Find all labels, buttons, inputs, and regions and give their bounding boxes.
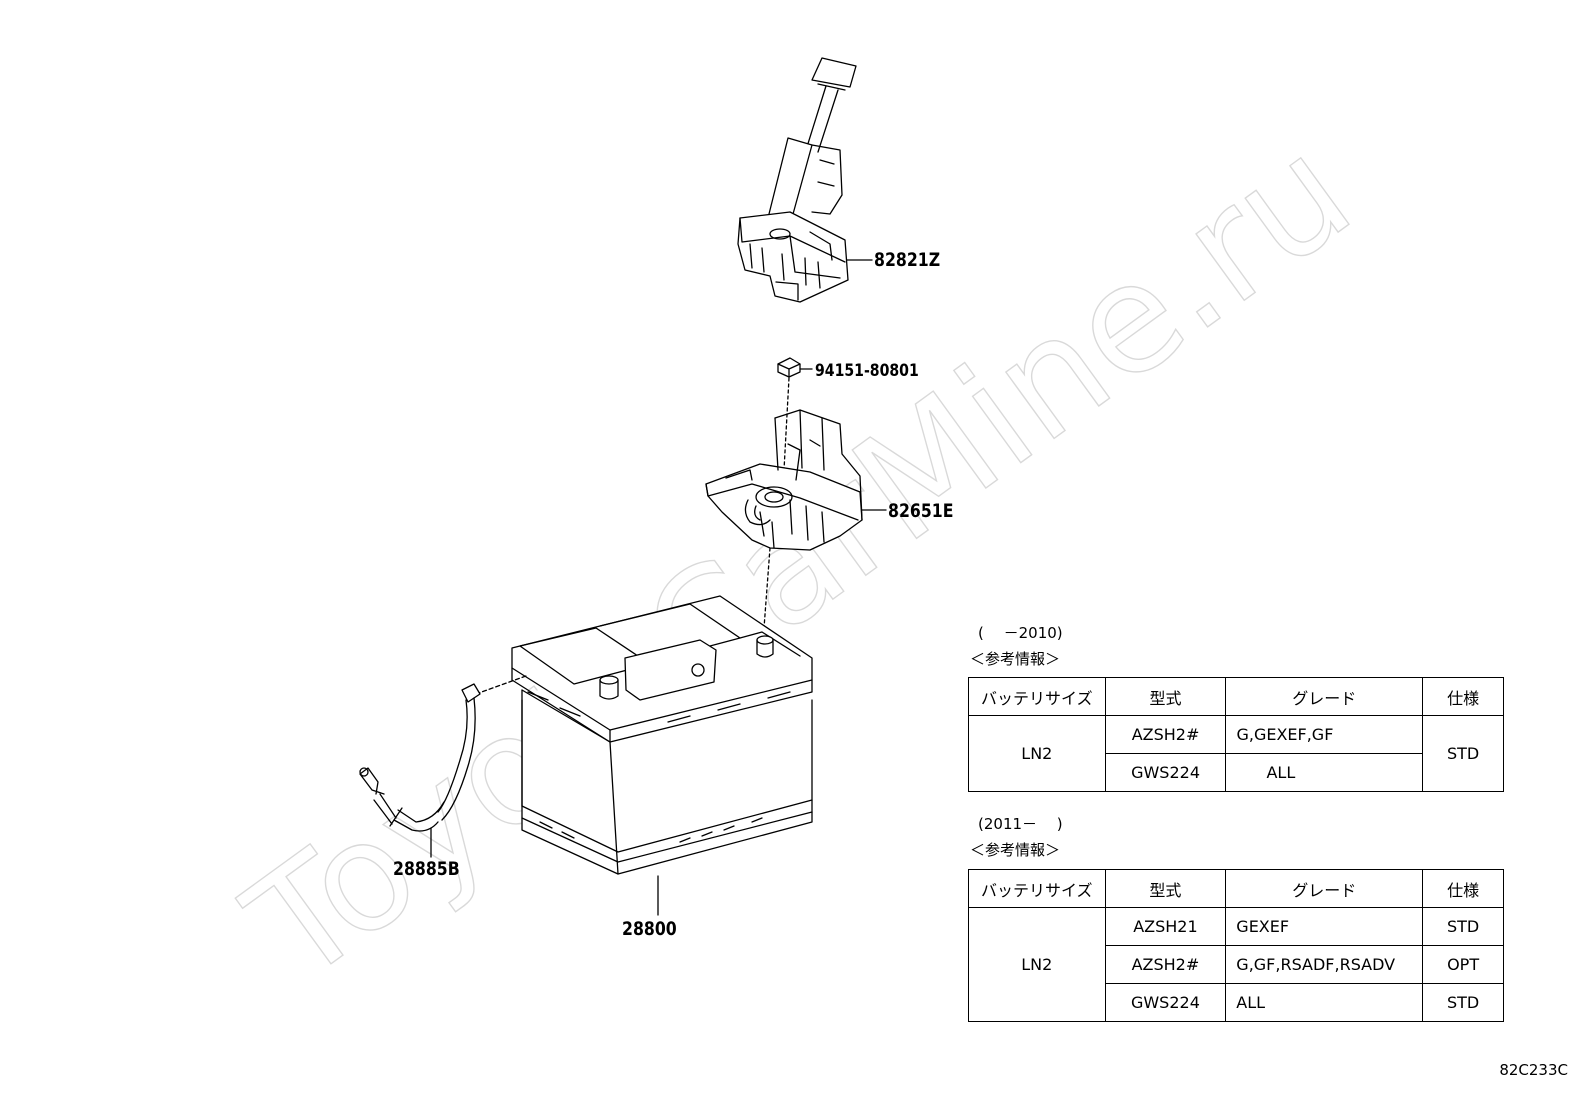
cell-grade: GEXEF bbox=[1225, 907, 1424, 946]
cell-model: AZSH21 bbox=[1104, 907, 1227, 946]
bracket-82651e-drawing bbox=[705, 409, 863, 551]
table2-period: (2011－ ) bbox=[978, 815, 1063, 833]
header-spec: 仕様 bbox=[1422, 869, 1504, 908]
cell-model: GWS224 bbox=[1104, 983, 1227, 1022]
table2-note: ＜参考情報＞ bbox=[970, 841, 1061, 859]
table1-period: ( －2010) bbox=[978, 624, 1063, 642]
nut-94151-drawing bbox=[777, 357, 801, 378]
cell-model: AZSH2# bbox=[1104, 715, 1227, 754]
label-82821z: 82821Z bbox=[874, 249, 941, 271]
cell-spec: STD bbox=[1422, 983, 1504, 1022]
cell-model: AZSH2# bbox=[1104, 945, 1227, 984]
header-grade: グレード bbox=[1225, 677, 1424, 716]
label-28885b: 28885B bbox=[393, 858, 460, 880]
table1-note: ＜参考情報＞ bbox=[970, 650, 1061, 668]
cell-spec: OPT bbox=[1422, 945, 1504, 984]
cell-spec: STD bbox=[1422, 715, 1504, 792]
dash-bracket-to-battery bbox=[763, 547, 771, 629]
cable-28885b-drawing bbox=[359, 683, 481, 832]
header-model: 型式 bbox=[1104, 677, 1227, 716]
cell-model: GWS224 bbox=[1104, 753, 1227, 792]
dash-nut-to-bracket bbox=[783, 377, 790, 471]
header-spec: 仕様 bbox=[1422, 677, 1504, 716]
battery-28800-drawing bbox=[511, 595, 813, 875]
header-battery-size: バッテリサイズ bbox=[968, 869, 1106, 908]
cell-battery: LN2 bbox=[968, 715, 1106, 792]
label-28800: 28800 bbox=[622, 918, 677, 940]
table-row: GWS224 ALL STD bbox=[969, 983, 1504, 1022]
label-94151-80801: 94151-80801 bbox=[815, 361, 919, 381]
cell-grade: G,GF,RSADF,RSADV bbox=[1225, 945, 1424, 984]
header-grade: グレード bbox=[1225, 869, 1424, 908]
battery-spec-table-1: バッテリサイズ 型式 グレード 仕様 LN2 AZSH2# G,GEXEF,GF… bbox=[968, 677, 1504, 792]
cell-battery: LN2 bbox=[968, 907, 1106, 1022]
cell-grade: ALL bbox=[1225, 753, 1424, 792]
table-row: LN2 AZSH21 GEXEF STD bbox=[968, 907, 1504, 1022]
battery-spec-table-2: バッテリサイズ 型式 グレード 仕様 LN2 AZSH21 GEXEF STD … bbox=[968, 869, 1504, 1022]
cell-grade: ALL bbox=[1225, 983, 1424, 1022]
table-row: GWS224 ALL bbox=[969, 753, 1504, 792]
clamp-82821z-drawing bbox=[737, 57, 857, 303]
header-battery-size: バッテリサイズ bbox=[968, 677, 1106, 716]
label-82651e: 82651E bbox=[888, 500, 954, 522]
dash-battery-to-cable bbox=[475, 675, 527, 695]
cell-spec: STD bbox=[1422, 907, 1504, 946]
diagram-id: 82C233C bbox=[1499, 1061, 1568, 1079]
table-row: LN2 AZSH2# G,GEXEF,GF STD bbox=[968, 715, 1504, 792]
header-model: 型式 bbox=[1104, 869, 1227, 908]
table-row: AZSH2# G,GF,RSADF,RSADV OPT bbox=[969, 945, 1504, 984]
cell-grade: G,GEXEF,GF bbox=[1225, 715, 1424, 754]
